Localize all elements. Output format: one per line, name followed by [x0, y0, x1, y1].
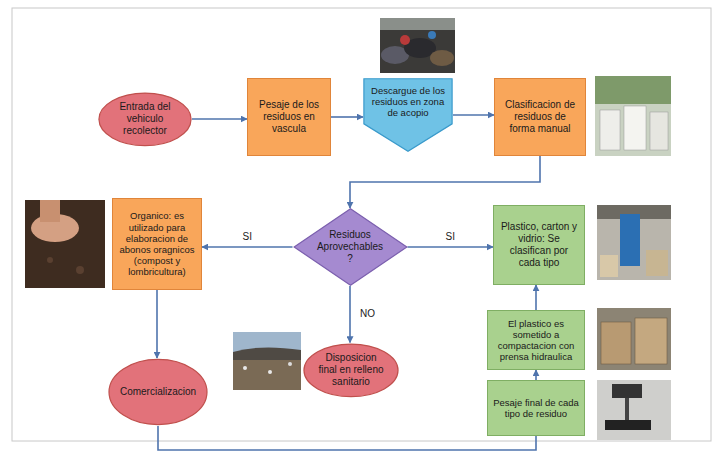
flow-arrow [535, 285, 537, 310]
decision-diamond: Residuos Aprovechables ? [293, 208, 408, 286]
start-ellipse: Entrada del vehiculo recolector [98, 92, 192, 147]
flow-arrow [156, 290, 158, 358]
process-box: Pesaje de los residuos en vascula [247, 78, 331, 156]
node-text-group: Clasificacion de residuos de forma manua… [501, 99, 580, 134]
flow-arrow [192, 118, 247, 120]
node-label: Clasificacion de residuos de forma manua… [501, 99, 580, 134]
node-label: Disposicion final en relleno sanitario [316, 352, 387, 387]
ellipse-fill [304, 344, 398, 397]
offpage-shape: Descargue de los residuos en zona de aco… [363, 78, 453, 152]
photo-plastic-bales [597, 308, 671, 370]
node-text-group: El plastico es sometido a compactacion c… [493, 318, 579, 363]
node-text-group: Residuos Aprovechables ? [316, 229, 385, 264]
flow-arrow [202, 246, 293, 248]
figure-frame [12, 8, 711, 441]
node-text-group: Comercializacion [115, 386, 201, 398]
edge-label: SI [241, 231, 254, 243]
node-label: Organico: es utilizado para elaboracion … [118, 210, 197, 277]
node-label: Entrada del vehiculo recolector [111, 101, 180, 136]
flow-arrow [350, 156, 540, 208]
process-box: El plastico es sometido a compactacion c… [487, 310, 585, 370]
process-box: Plastico, carton y vidrio: Se clasifican… [493, 205, 585, 285]
ellipse-fill [99, 93, 191, 146]
node-text-group: Disposicion final en relleno sanitario [316, 352, 387, 387]
node-label: Plastico, carton y vidrio: Se clasifican… [500, 221, 579, 268]
photo-compost [25, 200, 105, 288]
flow-arrow [331, 116, 363, 118]
node-label: El plastico es sometido a compactacion c… [493, 318, 579, 363]
pentagon-fill [364, 79, 452, 152]
node-text-group: Organico: es utilizado para elaboracion … [118, 210, 197, 277]
node-text-group: Pesaje final de cada tipo de residuo [493, 397, 579, 419]
node-label: Pesaje final de cada tipo de residuo [493, 397, 579, 419]
node-label: Pesaje de los residuos en vascula [253, 99, 325, 134]
flow-arrow [349, 286, 351, 343]
diamond-fill [294, 209, 407, 285]
node-text-group: Plastico, carton y vidrio: Se clasifican… [500, 221, 579, 268]
edge-label: SI [444, 231, 457, 243]
flow-arrow [408, 246, 494, 248]
edge-label: NO [358, 308, 377, 320]
process-box: Pesaje final de cada tipo de residuo [487, 380, 585, 436]
end-ellipse: Disposicion final en relleno sanitario [303, 343, 399, 398]
flow-arrow [158, 426, 536, 450]
node-label: Comercializacion [115, 386, 201, 398]
photo-waste-pile [380, 18, 455, 73]
node-label: Residuos Aprovechables ? [316, 229, 385, 264]
node-text-group: Pesaje de los residuos en vascula [253, 99, 325, 134]
photo-sorting-bags [595, 76, 671, 156]
photo-baling-machine [597, 205, 671, 280]
flow-arrow [535, 370, 537, 380]
flow-arrow [453, 114, 494, 116]
node-label: Descargue de los residuos en zona de aco… [369, 85, 448, 119]
ellipse-fill [109, 359, 207, 424]
process-box: Clasificacion de residuos de forma manua… [494, 78, 586, 156]
process-box: Organico: es utilizado para elaboracion … [112, 198, 202, 290]
photo-landfill [233, 332, 301, 390]
node-text-group: Descargue de los residuos en zona de aco… [369, 85, 448, 119]
node-text-group: Entrada del vehiculo recolector [111, 101, 180, 136]
photo-scale [597, 380, 671, 440]
end-ellipse: Comercializacion [108, 358, 208, 426]
